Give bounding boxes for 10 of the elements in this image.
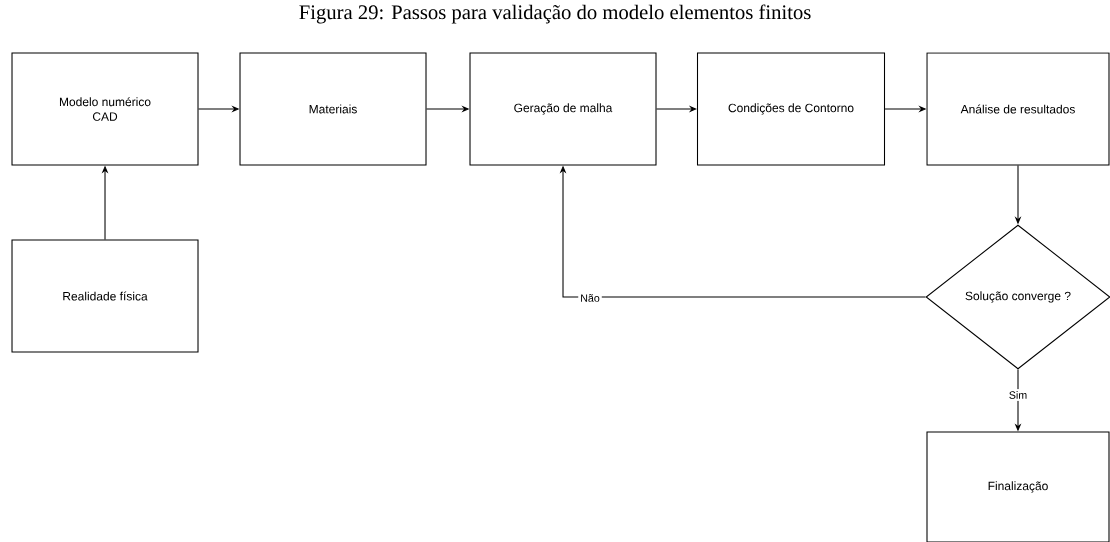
process-box: Materiais — [239, 52, 427, 166]
edge-label: Não — [578, 292, 602, 304]
process-box: Realidade física — [11, 239, 199, 353]
process-box: Condições de Contorno — [696, 52, 886, 166]
edge-label: Sim — [1006, 389, 1030, 401]
figure-title: Figura 29: Passos para validação do modelo elementos finitos — [299, 4, 811, 24]
process-box: Análise de resultados — [926, 52, 1110, 166]
process-box: Finalização — [926, 431, 1110, 542]
process-box: Geração de malha — [469, 52, 657, 166]
process-box: Modelo numérico CAD — [11, 52, 199, 166]
